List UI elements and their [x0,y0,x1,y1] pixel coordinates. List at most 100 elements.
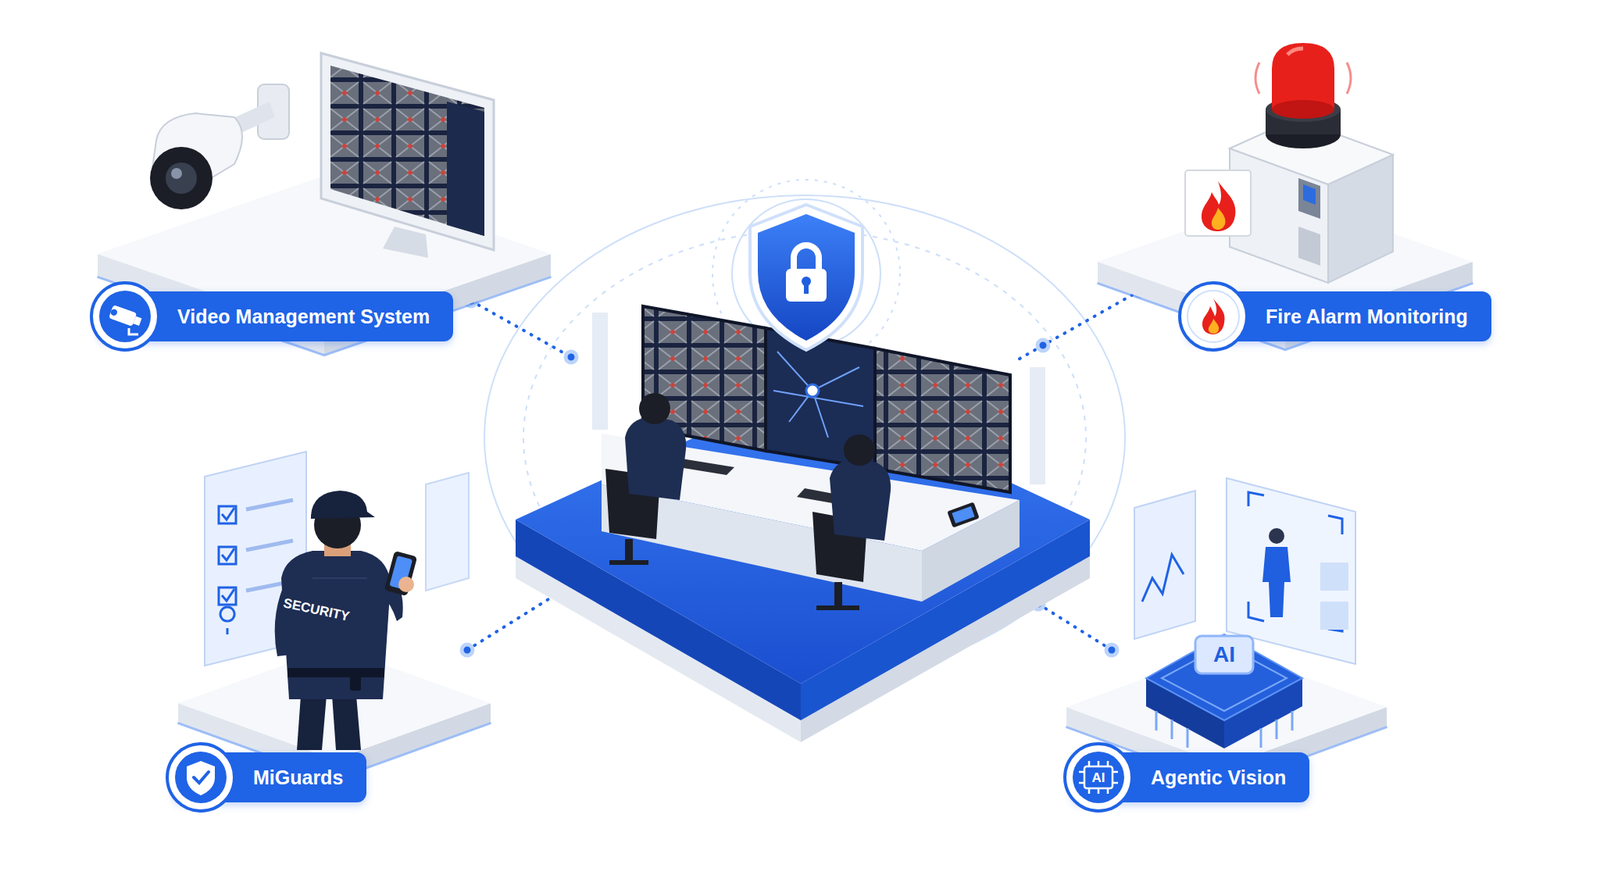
badge-icon-part [167,743,235,811]
video-monitor-part [382,226,429,258]
ai-chip-part-part [1260,728,1263,748]
security-camera [150,84,290,210]
shield-lock-part [793,245,819,271]
person-figure-part [1268,528,1285,544]
badge-icon-part-part [108,304,137,327]
control-room-screens-part [765,328,875,469]
analytics-panels-part [1320,562,1349,591]
checklist-panel-part [218,506,236,635]
link-dots-part [461,644,473,656]
shield-lock-part [803,282,809,294]
ai-chip-part-part [1155,710,1158,731]
shield-lock-part [757,214,855,341]
fire-alarm-panel [1229,42,1393,283]
security-guard-part [350,670,361,691]
badge-icon-part [1187,290,1240,343]
icon-text: AI [1092,771,1106,785]
analytics-panels-part [1142,554,1184,602]
ai-chip-part [1195,635,1254,674]
person-figure-part [1262,546,1291,618]
checklist-panel-part-part [246,500,293,510]
badge-icon-part-part [110,308,118,317]
fire-alarm-panel-part [1303,184,1316,205]
label-badge: Fire Alarm Monitoring [1185,291,1492,342]
dotted-links-part [471,300,572,358]
ai-chip-part [1161,644,1287,711]
phone-panel-part [425,472,469,591]
fire-alarm-panel-part [1255,62,1351,94]
badge-icon [89,281,161,352]
security-guard-part [296,695,327,750]
label-badge: Video Management System [97,291,454,342]
badge-icon-part [1202,298,1225,335]
analytics-panels-part [1134,490,1196,640]
badge-label: Fire Alarm Monitoring [1265,305,1468,328]
person-figure [1262,528,1291,618]
video-monitor-part [321,53,494,250]
checklist-panel-part-part [221,507,235,601]
badge-icon-part [99,290,151,343]
operators-part [829,457,891,541]
ai-chip-part [1156,710,1293,748]
control-room-screens-part [1029,367,1046,485]
control-room-screens-part [806,384,819,397]
link-dots-part [565,351,577,363]
badge-label: MiGuards [253,766,343,789]
shield-lock-part [785,268,827,302]
security-guard-part [287,667,385,678]
security-camera-part [171,167,183,179]
link-dots-part [1106,644,1118,656]
badge-icon-part [91,282,159,350]
control-room-screens-part [592,312,608,430]
operators-part [625,416,686,500]
label-badge: Agentic Vision [1071,752,1310,803]
badge-icon-part [1208,318,1219,334]
dotted-links-part [1038,603,1112,650]
video-monitor [321,53,494,258]
security-camera-part [165,162,197,194]
badge-icon-part [1084,766,1113,789]
operators-part [639,392,671,425]
operators-part [843,434,875,466]
control-room-screens-part [875,348,1011,493]
dotted-links-part [467,591,561,650]
checklist-panel-part-part [220,607,235,635]
badge-icon [1178,281,1249,352]
video-monitor-part [446,101,485,236]
control-desk-part [946,502,979,529]
security-guard-part [312,577,368,579]
label-badge: MiGuards [173,752,367,803]
operators [605,392,891,608]
fire-sign-part [1185,170,1251,236]
ai-chip-part-part [1186,728,1190,748]
shield-lock [750,204,863,350]
fire-sign-part [1211,207,1226,230]
control-desk-part [951,506,975,524]
security-guard-part [398,576,415,593]
badge-icon [165,742,236,813]
operators-part [625,539,633,563]
badge-icon-part [1072,751,1125,804]
ai-chip-part-part [1275,719,1279,740]
badge-icon-part [1078,760,1118,794]
link-dots-part [1037,339,1049,351]
badge-icon-part [1179,282,1247,350]
security-camera-part [150,146,213,210]
operators-part [816,605,860,611]
badge-icon-part [193,771,209,783]
shield-lock-part [750,204,863,350]
fire-alarm-panel-part [1287,48,1304,55]
operators-part [609,560,649,565]
operators-part [834,582,843,606]
badge-icon-part [1064,743,1133,811]
analytics-panels-part [1320,601,1349,630]
badge-icon-part [175,751,227,804]
badge-icon-part [128,328,139,335]
fire-alarm-panel-part [1298,226,1321,266]
fire-alarm-panel-part [1271,42,1335,110]
fire-alarm-panel-part [1298,178,1321,219]
fire-alarm-panel-part [1271,100,1335,119]
security-guard-part [310,490,375,519]
badge-icon-part [186,760,215,796]
